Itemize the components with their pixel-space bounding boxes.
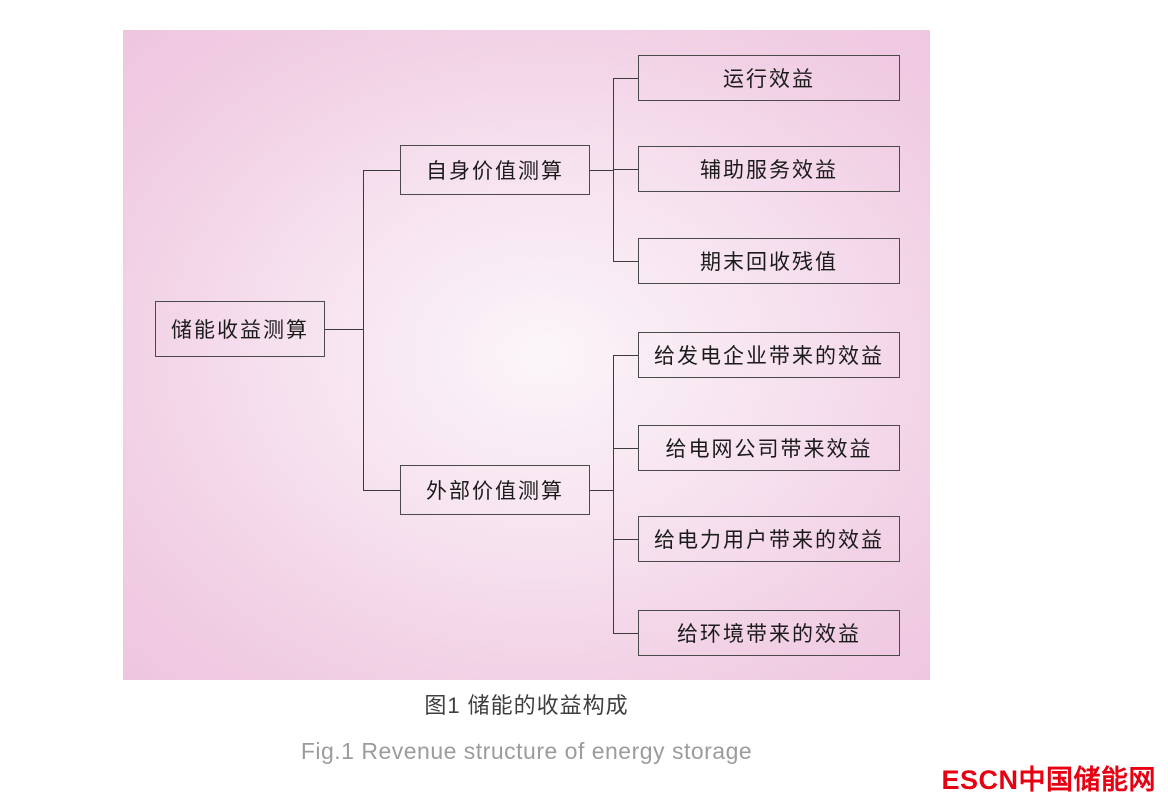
- connector-line: [613, 355, 638, 356]
- node-leaf-auxiliary-service-benefit: 辅助服务效益: [638, 146, 900, 192]
- leaf-label: 给环境带来的效益: [677, 622, 861, 646]
- figure-caption-en: Fig.1 Revenue structure of energy storag…: [300, 738, 753, 764]
- connector-line: [613, 355, 614, 634]
- node-leaf-operation-benefit: 运行效益: [638, 55, 900, 101]
- connector-line: [613, 78, 638, 79]
- node-leaf-residual-value: 期末回收残值: [638, 238, 900, 284]
- leaf-label: 给电网公司带来效益: [665, 437, 873, 461]
- connector-line: [613, 633, 638, 634]
- node-leaf-generation-enterprise-benefit: 给发电企业带来的效益: [638, 332, 900, 378]
- node-leaf-power-user-benefit: 给电力用户带来的效益: [638, 516, 900, 562]
- leaf-label: 辅助服务效益: [700, 158, 838, 182]
- node-branch-self-value: 自身价值测算: [400, 145, 590, 195]
- node-leaf-environment-benefit: 给环境带来的效益: [638, 610, 900, 656]
- node-leaf-grid-company-benefit: 给电网公司带来效益: [638, 425, 900, 471]
- node-root-label: 储能收益测算: [171, 318, 309, 342]
- connector-line: [363, 490, 400, 491]
- connector-line: [613, 261, 638, 262]
- leaf-label: 运行效益: [723, 67, 815, 91]
- connector-line: [613, 539, 638, 540]
- connector-line: [325, 329, 363, 330]
- connector-line: [590, 490, 613, 491]
- node-branch-external-value: 外部价值测算: [400, 465, 590, 515]
- figure-caption-zh: 图1 储能的收益构成: [424, 693, 629, 718]
- node-branch-self-value-label: 自身价值测算: [426, 159, 564, 183]
- leaf-label: 期末回收残值: [700, 250, 838, 274]
- leaf-label: 给发电企业带来的效益: [654, 344, 884, 368]
- node-branch-external-value-label: 外部价值测算: [426, 479, 564, 503]
- leaf-label: 给电力用户带来的效益: [654, 528, 884, 552]
- diagram-panel: 储能收益测算 自身价值测算 外部价值测算 运行效益 辅助服务效益 期末回收残值 …: [123, 30, 930, 680]
- connector-line: [363, 170, 400, 171]
- connector-line: [613, 448, 638, 449]
- node-root: 储能收益测算: [155, 301, 325, 357]
- connector-line: [613, 78, 614, 262]
- connector-line: [590, 170, 613, 171]
- connector-line: [613, 169, 638, 170]
- connector-line: [363, 170, 364, 491]
- escn-logo: ESCN中国储能网: [941, 765, 1156, 795]
